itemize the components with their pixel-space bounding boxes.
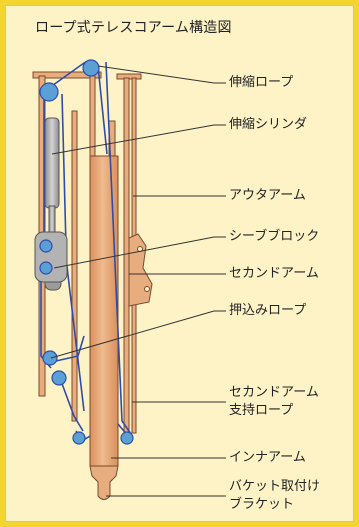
label-outer-arm: アウタアーム bbox=[229, 188, 306, 203]
label-extension-rope: 伸縮ロープ bbox=[229, 75, 294, 90]
label-bucket-bracket-line1: バケット取付け bbox=[229, 479, 321, 494]
label-bucket-bracket-line2: ブラケット bbox=[229, 497, 295, 512]
label-second-arm-support-rope: セカンドアーム 支持ロープ bbox=[229, 384, 319, 420]
inner-arm bbox=[89, 155, 119, 500]
label-second-arm: セカンドアーム bbox=[229, 266, 319, 281]
label-second-arm-support-rope-line1: セカンドアーム bbox=[229, 385, 319, 400]
telescopic-arm-drawing bbox=[32, 59, 226, 500]
sheaves bbox=[39, 59, 134, 445]
leader-lines bbox=[50, 65, 226, 497]
label-sheave-block: シーブブロック bbox=[229, 229, 320, 244]
diagram-panel: ロープ式テレスコアーム構造図 bbox=[5, 5, 354, 522]
label-retraction-rope: 押込みロープ bbox=[229, 303, 307, 318]
label-inner-arm: インナアーム bbox=[229, 450, 306, 465]
sheave-block bbox=[34, 231, 68, 283]
diagram-title: ロープ式テレスコアーム構造図 bbox=[35, 20, 232, 36]
label-second-arm-support-rope-line2: 支持ロープ bbox=[229, 403, 294, 418]
label-extension-cylinder: 伸縮シリンダ bbox=[229, 117, 308, 132]
label-bucket-bracket: バケット取付け ブラケット bbox=[229, 478, 320, 514]
